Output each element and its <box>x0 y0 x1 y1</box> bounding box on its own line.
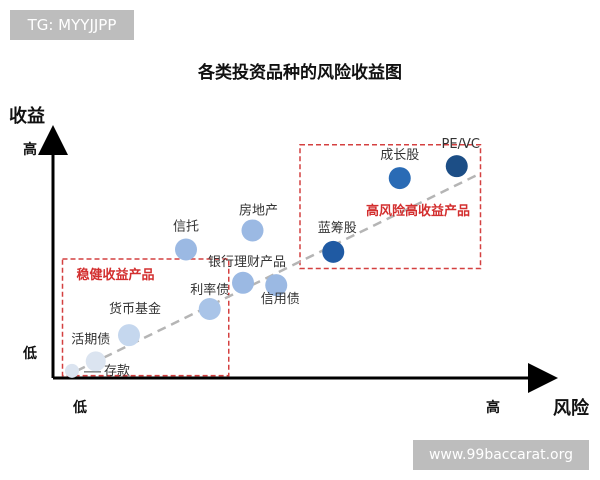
region-box-1 <box>61 258 230 377</box>
point-label-1: 存款 <box>104 364 130 379</box>
point-2 <box>85 351 106 372</box>
region-box-2 <box>299 144 482 270</box>
point-label-9: 蓝筹股 <box>318 220 357 236</box>
point-10 <box>388 167 411 190</box>
point-label-5: 信托 <box>173 219 199 234</box>
y-tick-low: 低 <box>22 345 37 362</box>
watermark-bottom: www.99baccarat.org <box>413 440 589 470</box>
region-label-1: 稳健收益产品 <box>77 267 155 283</box>
point-label-10: 成长股 <box>380 148 419 163</box>
point-label-8: 信用债 <box>261 292 300 307</box>
chart-title: 各类投资品种的风险收益图 <box>197 62 402 83</box>
y-axis-label: 收益 <box>9 105 45 127</box>
point-label-4: 利率债 <box>190 282 229 298</box>
point-5 <box>175 238 197 261</box>
x-tick-high: 高 <box>486 399 500 416</box>
y-tick-high: 高 <box>23 141 37 158</box>
point-11 <box>445 155 468 178</box>
point-6 <box>241 219 264 242</box>
point-1 <box>65 363 79 378</box>
point-label-3: 货币基金 <box>109 301 161 317</box>
point-3 <box>118 324 140 347</box>
point-9 <box>322 240 345 263</box>
point-label-6: 房地产 <box>239 202 278 218</box>
point-7 <box>232 271 254 294</box>
point-4 <box>198 297 221 320</box>
x-axis-label: 风险 <box>553 397 590 419</box>
point-8 <box>265 274 288 297</box>
x-tick-low: 低 <box>72 399 87 416</box>
point-label-11: PE/VC <box>442 137 480 152</box>
point-label-2: 活期债 <box>71 332 110 347</box>
watermark-top: TG: MYYJJPP <box>10 10 134 40</box>
region-label-2: 高风险高收益产品 <box>366 203 470 219</box>
point-label-7: 银行理财产品 <box>208 255 286 270</box>
